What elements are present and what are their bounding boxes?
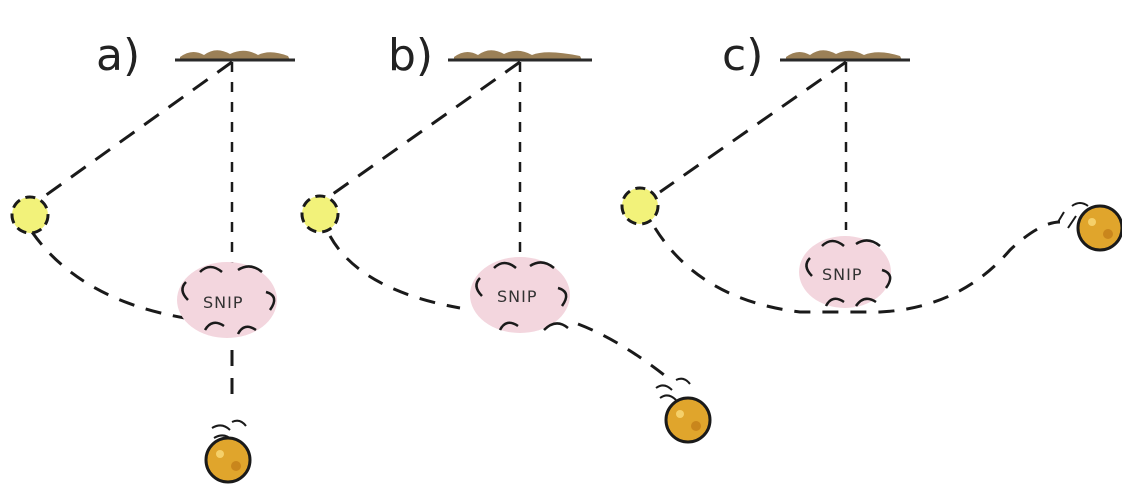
snip-label: SNIP xyxy=(203,293,244,312)
ceiling-support-icon xyxy=(175,50,295,62)
pendulum-bob-at-release-icon xyxy=(300,194,340,234)
falling-bob-icon xyxy=(204,419,252,484)
falling-bob-icon xyxy=(1057,202,1122,252)
swing-path xyxy=(328,235,461,310)
snip-burst-icon: SNIP xyxy=(470,257,570,333)
fall-path xyxy=(577,322,669,380)
panel-a: a) SNIP xyxy=(10,30,295,484)
swing-path xyxy=(30,231,186,320)
panel-b: b) SNIP xyxy=(300,30,712,444)
snip-burst-icon: SNIP xyxy=(177,262,277,338)
swing-path xyxy=(653,220,1061,314)
pendulum-bob-at-release-icon xyxy=(620,186,660,226)
panel-b-label: b) xyxy=(388,30,433,81)
panel-a-label: a) xyxy=(96,30,140,81)
pendulum-bob-at-release-icon xyxy=(10,195,50,235)
panel-c: c) SNIP xyxy=(620,30,1122,314)
ceiling-support-icon xyxy=(780,50,910,62)
string-at-release xyxy=(659,60,847,194)
snip-label: SNIP xyxy=(822,265,863,284)
ceiling-support-icon xyxy=(448,50,592,62)
string-at-release xyxy=(41,60,233,200)
panel-c-label: c) xyxy=(722,30,763,81)
snip-label: SNIP xyxy=(497,287,538,306)
snip-burst-icon: SNIP xyxy=(799,236,892,308)
string-at-release xyxy=(329,60,521,198)
falling-bob-icon xyxy=(655,377,712,444)
